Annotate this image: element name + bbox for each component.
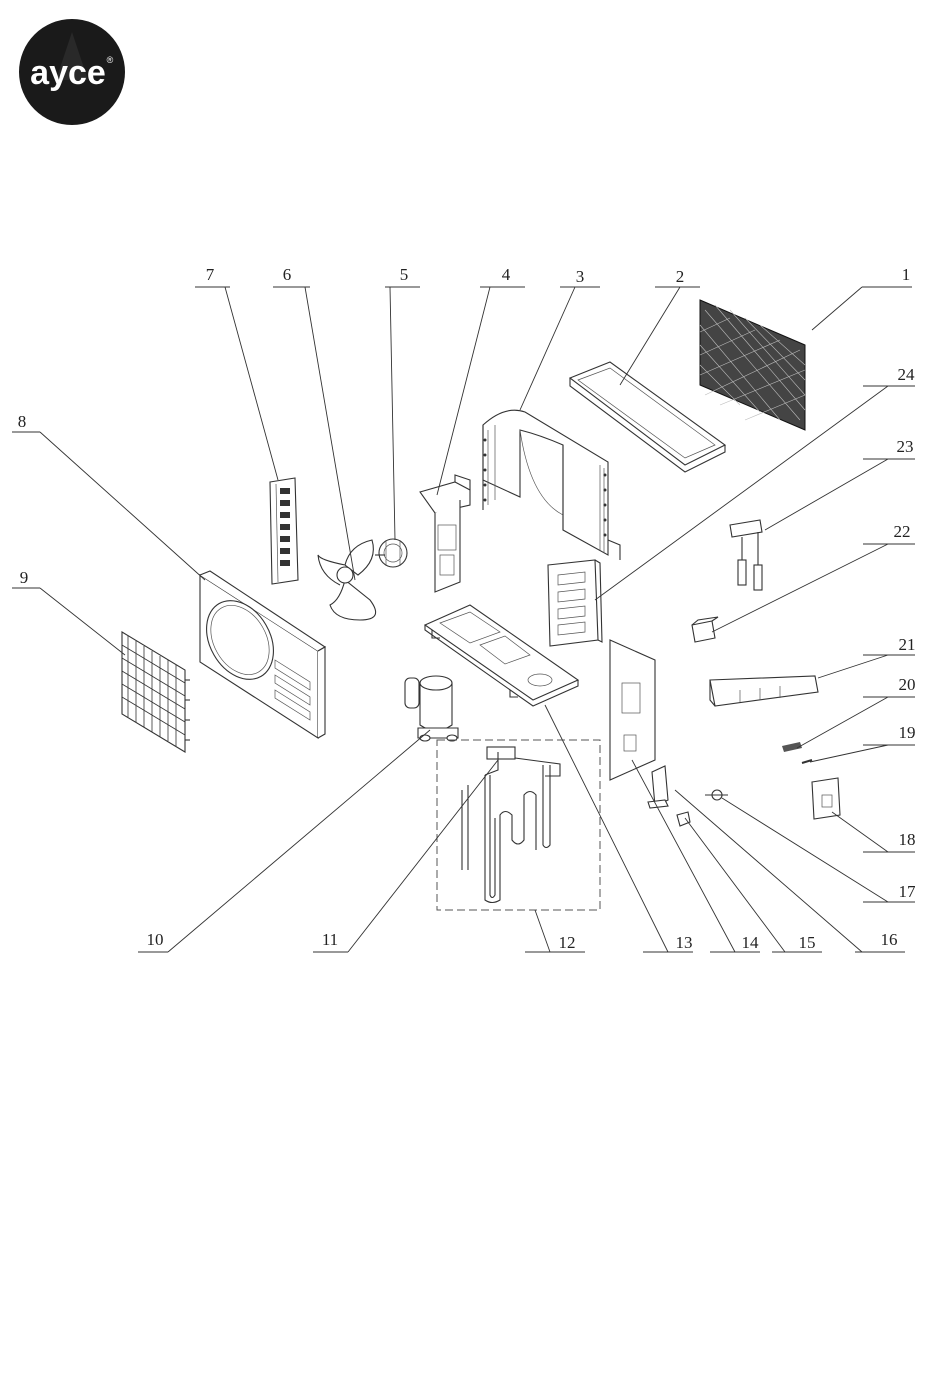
part-label-4: 4	[502, 265, 511, 284]
part-18-valve-cover	[812, 778, 840, 819]
part-4-motor-bracket	[420, 475, 470, 592]
part-label-11: 11	[322, 930, 338, 949]
part-label-3: 3	[576, 267, 585, 286]
part-6-fan-blade	[318, 540, 376, 620]
part-label-18: 18	[899, 830, 916, 849]
part-label-24: 24	[898, 365, 916, 384]
part-label-9: 9	[20, 568, 29, 587]
part-21-electric-box	[710, 676, 818, 706]
part-label-5: 5	[400, 265, 409, 284]
part-label-12: 12	[559, 933, 576, 952]
part-1-rear-mesh	[700, 300, 805, 430]
part-label-6: 6	[283, 265, 292, 284]
part-label-13: 13	[676, 933, 693, 952]
part-label-2: 2	[676, 267, 685, 286]
part-label-8: 8	[18, 412, 27, 431]
part-label-1: 1	[902, 265, 911, 284]
part-15-valve-bracket	[648, 766, 668, 808]
part-label-16: 16	[881, 930, 898, 949]
part-label-21: 21	[899, 635, 916, 654]
part-label-17: 17	[899, 882, 917, 901]
part-17-valve	[705, 790, 728, 800]
part-8-front-panel	[193, 571, 325, 738]
part-9-front-grille	[122, 632, 190, 752]
part-22-capacitor	[692, 617, 718, 642]
part-label-20: 20	[899, 675, 916, 694]
part-label-19: 19	[899, 723, 916, 742]
part-label-7: 7	[206, 265, 215, 284]
part-14-right-side-panel	[610, 640, 655, 780]
part-23-reactor	[730, 520, 762, 590]
part-16-valve	[677, 812, 690, 826]
part-10-compressor	[405, 676, 458, 741]
part-label-22: 22	[894, 522, 911, 541]
part-label-14: 14	[742, 933, 760, 952]
part-label-23: 23	[897, 437, 914, 456]
part-label-15: 15	[799, 933, 816, 952]
part-5-fan-motor	[375, 539, 407, 567]
part-24-partition	[548, 560, 602, 646]
part-3-condenser-coil	[483, 410, 620, 560]
part-label-10: 10	[147, 930, 164, 949]
part-7-side-panel	[270, 478, 298, 584]
